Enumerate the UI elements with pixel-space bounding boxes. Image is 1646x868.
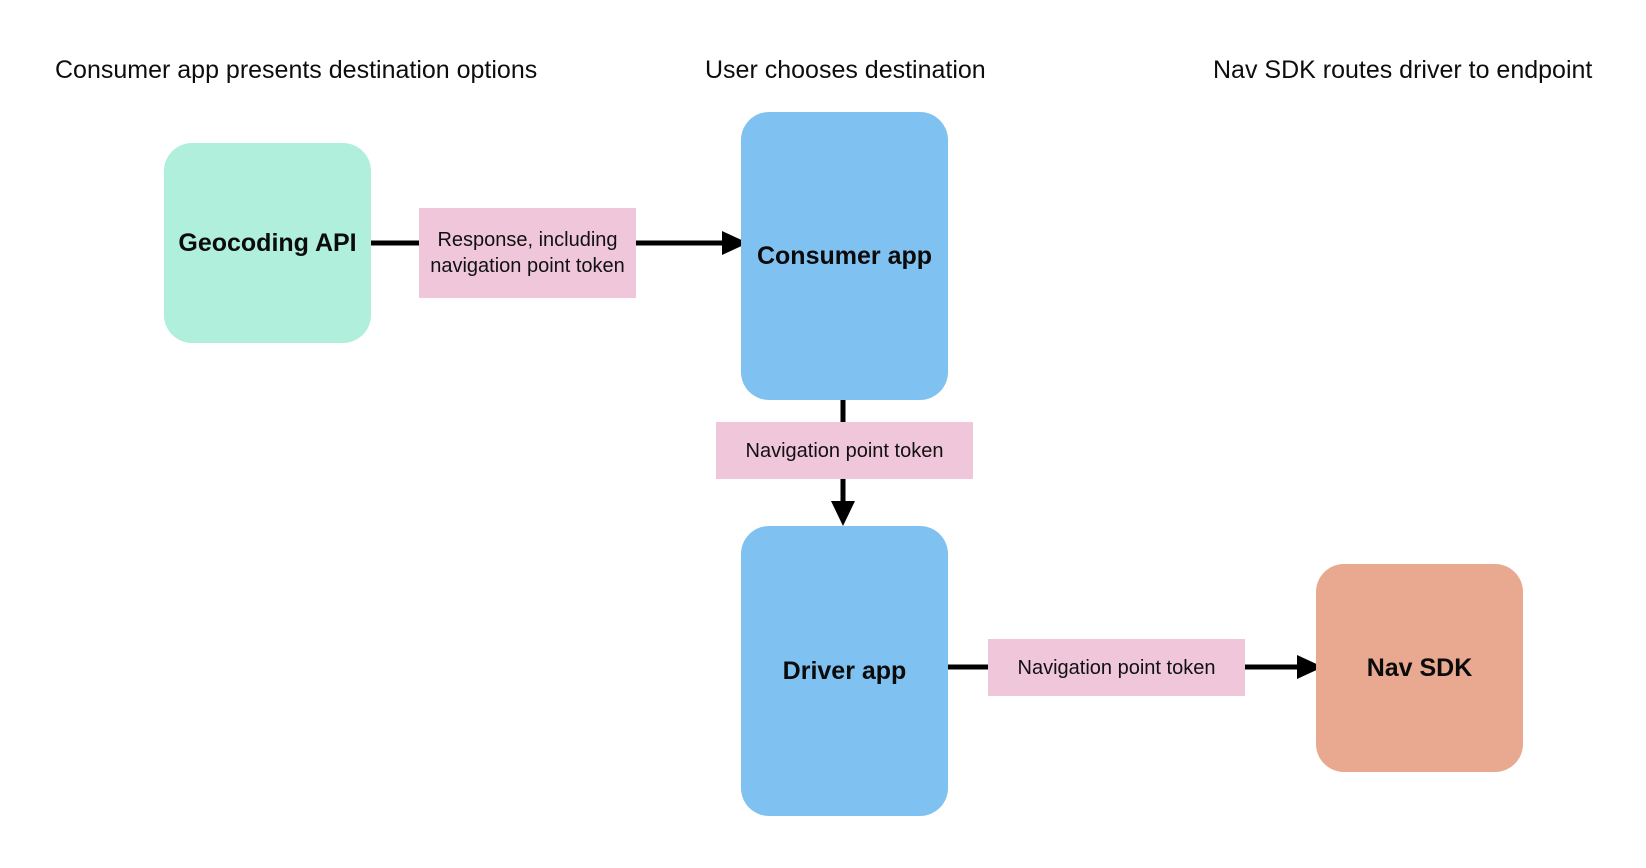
column-header-consumer-app: Consumer app presents destination option…: [55, 56, 538, 84]
column-header-nav-sdk: Nav SDK routes driver to endpoint: [1213, 56, 1593, 84]
node-consumer-app[interactable]: Consumer app: [741, 112, 948, 400]
edge-label-response-including-navigation-point-token: Response, including navigation point tok…: [419, 208, 636, 298]
node-driver-app[interactable]: Driver app: [741, 526, 948, 816]
node-nav-sdk[interactable]: Nav SDK: [1316, 564, 1523, 772]
edge-label-navigation-point-token-vertical: Navigation point token: [716, 422, 973, 479]
edge-label-response-text: Response, including navigation point tok…: [430, 229, 625, 277]
node-geocoding-api-label: Geocoding API: [178, 229, 357, 257]
edge-label-navigation-point-token-horizontal: Navigation point token: [988, 639, 1245, 696]
node-consumer-app-label: Consumer app: [756, 242, 933, 270]
node-nav-sdk-label: Nav SDK: [1366, 654, 1473, 682]
node-geocoding-api[interactable]: Geocoding API: [164, 143, 371, 343]
edge-label-nav-token-horizontal-text: Navigation point token: [1017, 656, 1216, 679]
column-header-user-choice: User chooses destination: [705, 56, 986, 84]
edge-label-nav-token-vertical-text: Navigation point token: [745, 439, 944, 462]
node-driver-app-label: Driver app: [782, 657, 907, 685]
